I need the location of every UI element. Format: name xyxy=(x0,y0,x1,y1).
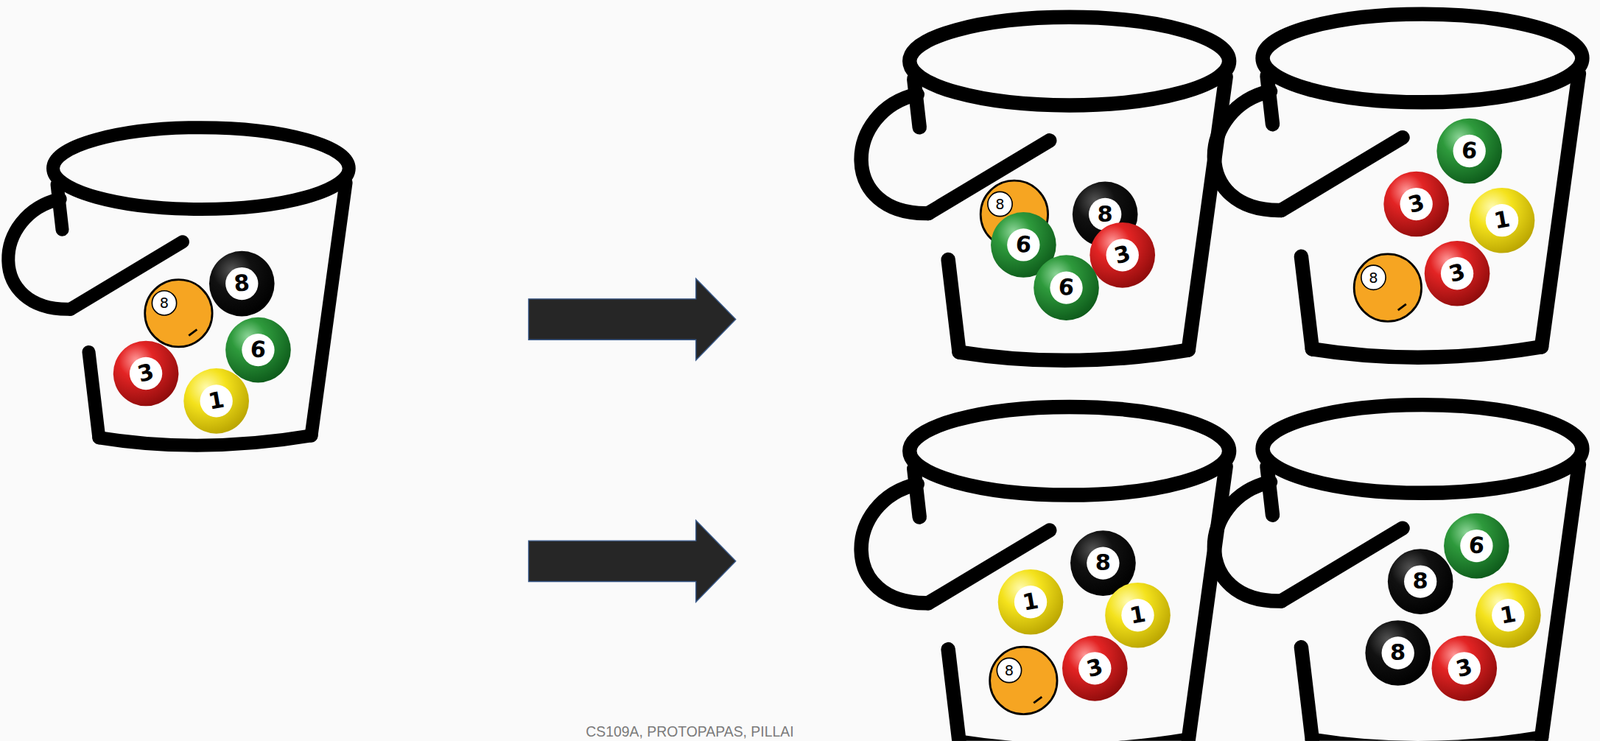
ball-body xyxy=(1062,635,1128,702)
ball-body xyxy=(1365,620,1431,686)
ball-body xyxy=(1431,635,1497,702)
ball-body xyxy=(209,251,275,317)
footer-credit: CS109A, PROTOPAPAS, PILLAI xyxy=(585,723,794,740)
pool-ball: 8 xyxy=(145,280,212,347)
ball-mark xyxy=(1398,304,1407,311)
ball-body xyxy=(1033,254,1100,321)
pool-ball: 8 xyxy=(1387,548,1454,615)
ball-number: 6 xyxy=(240,337,276,363)
pool-ball: 6 xyxy=(1443,513,1510,580)
arrow xyxy=(528,278,736,361)
ball-body xyxy=(145,279,213,347)
ball-number: 8 xyxy=(1361,270,1386,285)
ball-number: 6 xyxy=(1048,275,1084,301)
ball-body xyxy=(1387,548,1454,615)
bucket xyxy=(1213,13,1583,358)
pool-ball: 3 xyxy=(1383,171,1449,238)
number-disc xyxy=(1404,565,1437,598)
ball-body xyxy=(1475,582,1542,649)
ball-number: 6 xyxy=(1006,232,1041,258)
ball-body xyxy=(1353,254,1421,322)
pool-ball: 3 xyxy=(1089,222,1156,289)
pool-ball: 1 xyxy=(1104,582,1171,649)
pool-ball: 1 xyxy=(1469,187,1536,254)
number-disc xyxy=(996,657,1021,683)
bucket xyxy=(8,127,350,446)
pool-ball: 1 xyxy=(1475,582,1542,649)
pool-ball: 3 xyxy=(1424,240,1491,307)
ball-body xyxy=(113,341,180,407)
ball-body xyxy=(225,317,291,384)
pool-ball: 3 xyxy=(113,341,180,407)
ball-number: 6 xyxy=(1451,138,1487,164)
number-disc xyxy=(1361,265,1386,290)
pool-ball: 8 xyxy=(990,648,1057,714)
ball-number: 8 xyxy=(224,271,260,297)
pool-ball: 8 xyxy=(209,251,275,317)
ball-number: 8 xyxy=(1086,551,1119,574)
pool-ball: 8 xyxy=(1365,620,1431,686)
ball-outline xyxy=(990,648,1057,714)
ball-outline xyxy=(1355,254,1421,321)
ball-number: 8 xyxy=(987,196,1013,211)
number-disc xyxy=(151,290,177,316)
bucket xyxy=(861,406,1230,741)
ball-body xyxy=(1443,513,1510,580)
ball-number: 8 xyxy=(151,296,177,311)
ball-body xyxy=(1104,582,1171,649)
ball-body xyxy=(1089,222,1156,289)
ball-number: 8 xyxy=(1404,570,1437,593)
number-disc xyxy=(1381,636,1415,669)
bucket xyxy=(861,16,1230,361)
number-disc xyxy=(1086,546,1119,580)
ball-body xyxy=(1383,171,1449,238)
pool-ball: 3 xyxy=(1062,635,1128,702)
pool-ball: 3 xyxy=(1431,635,1497,702)
ball-body xyxy=(1424,240,1491,307)
pool-ball: 8 xyxy=(1355,254,1421,321)
ball-body xyxy=(990,646,1058,714)
pool-ball: 1 xyxy=(183,368,249,434)
pool-ball: 6 xyxy=(1033,254,1100,321)
number-disc xyxy=(987,191,1013,216)
ball-number: 8 xyxy=(996,662,1021,677)
ball-number: 8 xyxy=(1088,203,1122,226)
ball-body xyxy=(998,569,1064,635)
bucket xyxy=(1213,405,1583,741)
ball-mark xyxy=(1033,696,1042,703)
ball-number: 6 xyxy=(1459,533,1494,559)
ball-outline xyxy=(145,280,212,347)
ball-body xyxy=(1436,118,1503,185)
arrow xyxy=(528,520,736,602)
ball-body xyxy=(1469,187,1536,254)
ball-number: 8 xyxy=(1381,641,1415,664)
ball-mark xyxy=(188,329,197,336)
pool-ball: 6 xyxy=(225,317,291,384)
pool-ball: 1 xyxy=(998,569,1064,635)
pool-ball: 6 xyxy=(1436,118,1503,185)
ball-body xyxy=(183,368,249,434)
